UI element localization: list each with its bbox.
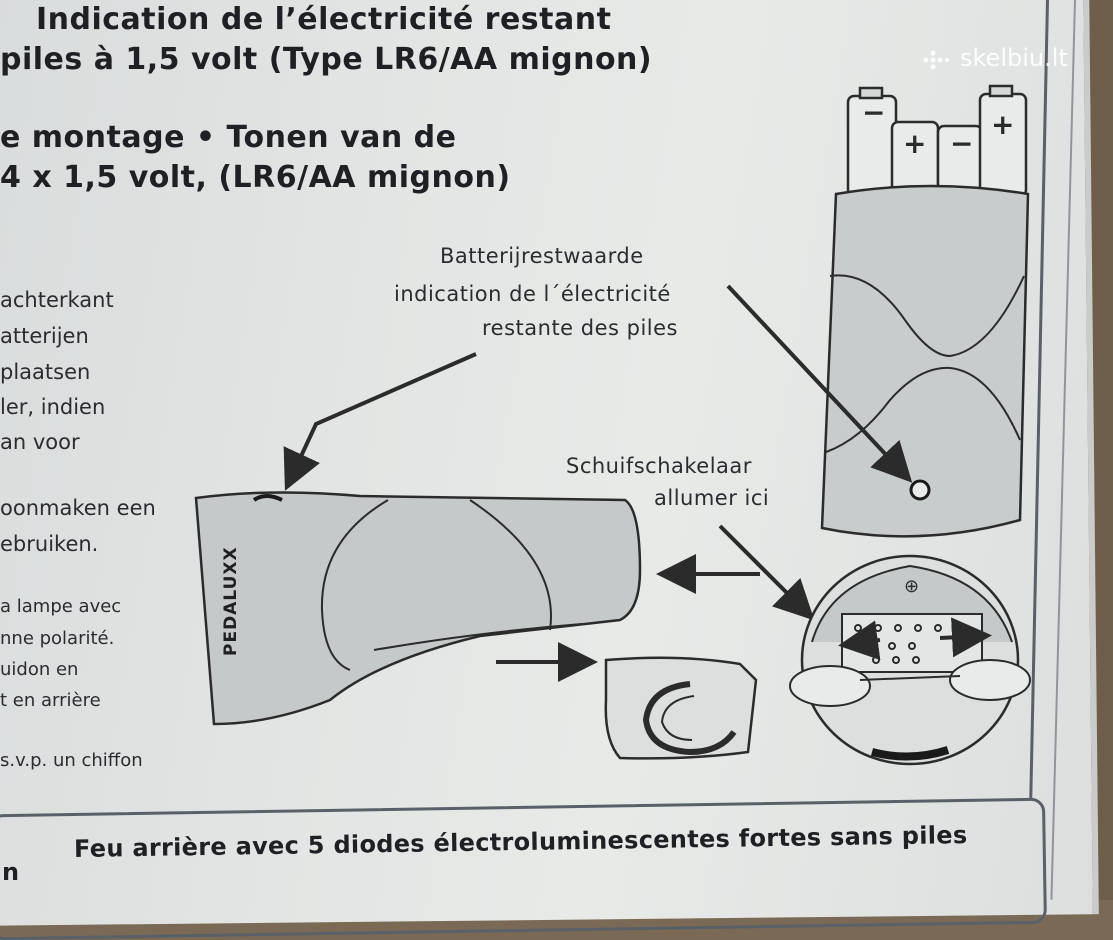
switch-plus-symbol: ⊕ xyxy=(904,576,919,597)
left-text-line-1: achterkant xyxy=(0,288,114,312)
left-text-line-10: uidon en xyxy=(0,659,79,680)
lamp-illustration xyxy=(194,491,642,726)
left-text-line-2: atterijen xyxy=(0,324,89,348)
battery-plus-symbol-2: + xyxy=(991,108,1014,141)
battery-label-line-3: restante des piles xyxy=(482,316,679,340)
switch-label-line-2: allumer ici xyxy=(654,486,770,510)
header-line-1: Indication de l’électricité restant xyxy=(36,2,612,37)
header-line-3: e montage • Tonen van de xyxy=(0,120,457,155)
battery-label-line-2: indication de l´électricité xyxy=(394,282,671,306)
battery-indicator-arrow xyxy=(726,284,913,483)
watermark-text: skelbiu.lt xyxy=(960,44,1068,72)
diagram-drawings: − + − + PEDALUXX xyxy=(194,84,1031,766)
header-line-2: piles à 1,5 volt (Type LR6/AA mignon) xyxy=(0,42,653,77)
left-text-line-4: ler, indien xyxy=(0,395,106,419)
battery-minus-symbol-1: − xyxy=(862,96,885,129)
left-text-line-7: ebruiken. xyxy=(0,532,99,556)
lamp-brand-label: PEDALUXX xyxy=(221,546,241,656)
left-text-line-5: an voor xyxy=(0,430,80,454)
switch-rear-view-illustration xyxy=(789,554,1031,766)
lamp-indicator-arrow xyxy=(283,352,477,491)
watermark-dots-icon xyxy=(923,50,949,70)
left-text-line-6: oonmaken een xyxy=(0,496,156,520)
batteries-illustration xyxy=(846,84,1028,198)
switch-indicator-arrow xyxy=(718,524,815,621)
left-text-line-3: plaatsen xyxy=(0,360,91,384)
battery-minus-symbol-2: − xyxy=(950,127,973,160)
switch-label-line-1: Schuifschakelaar xyxy=(566,454,752,478)
left-text-line-8: a lampe avec xyxy=(0,596,122,617)
left-text-line-11: t en arrière xyxy=(0,690,101,711)
battery-label-line-1: Batterijrestwaarde xyxy=(440,244,644,268)
mounting-bracket-illustration xyxy=(604,656,758,760)
left-text-line-9: nne polarité. xyxy=(0,628,115,649)
left-text-line-12: s.v.p. un chiffon xyxy=(0,750,143,771)
footer-fragment: n xyxy=(2,858,20,886)
header-line-4: 4 x 1,5 volt, (LR6/AA mignon) xyxy=(0,160,511,195)
battery-pack-illustration xyxy=(820,184,1030,538)
battery-plus-symbol-1: + xyxy=(903,127,926,160)
